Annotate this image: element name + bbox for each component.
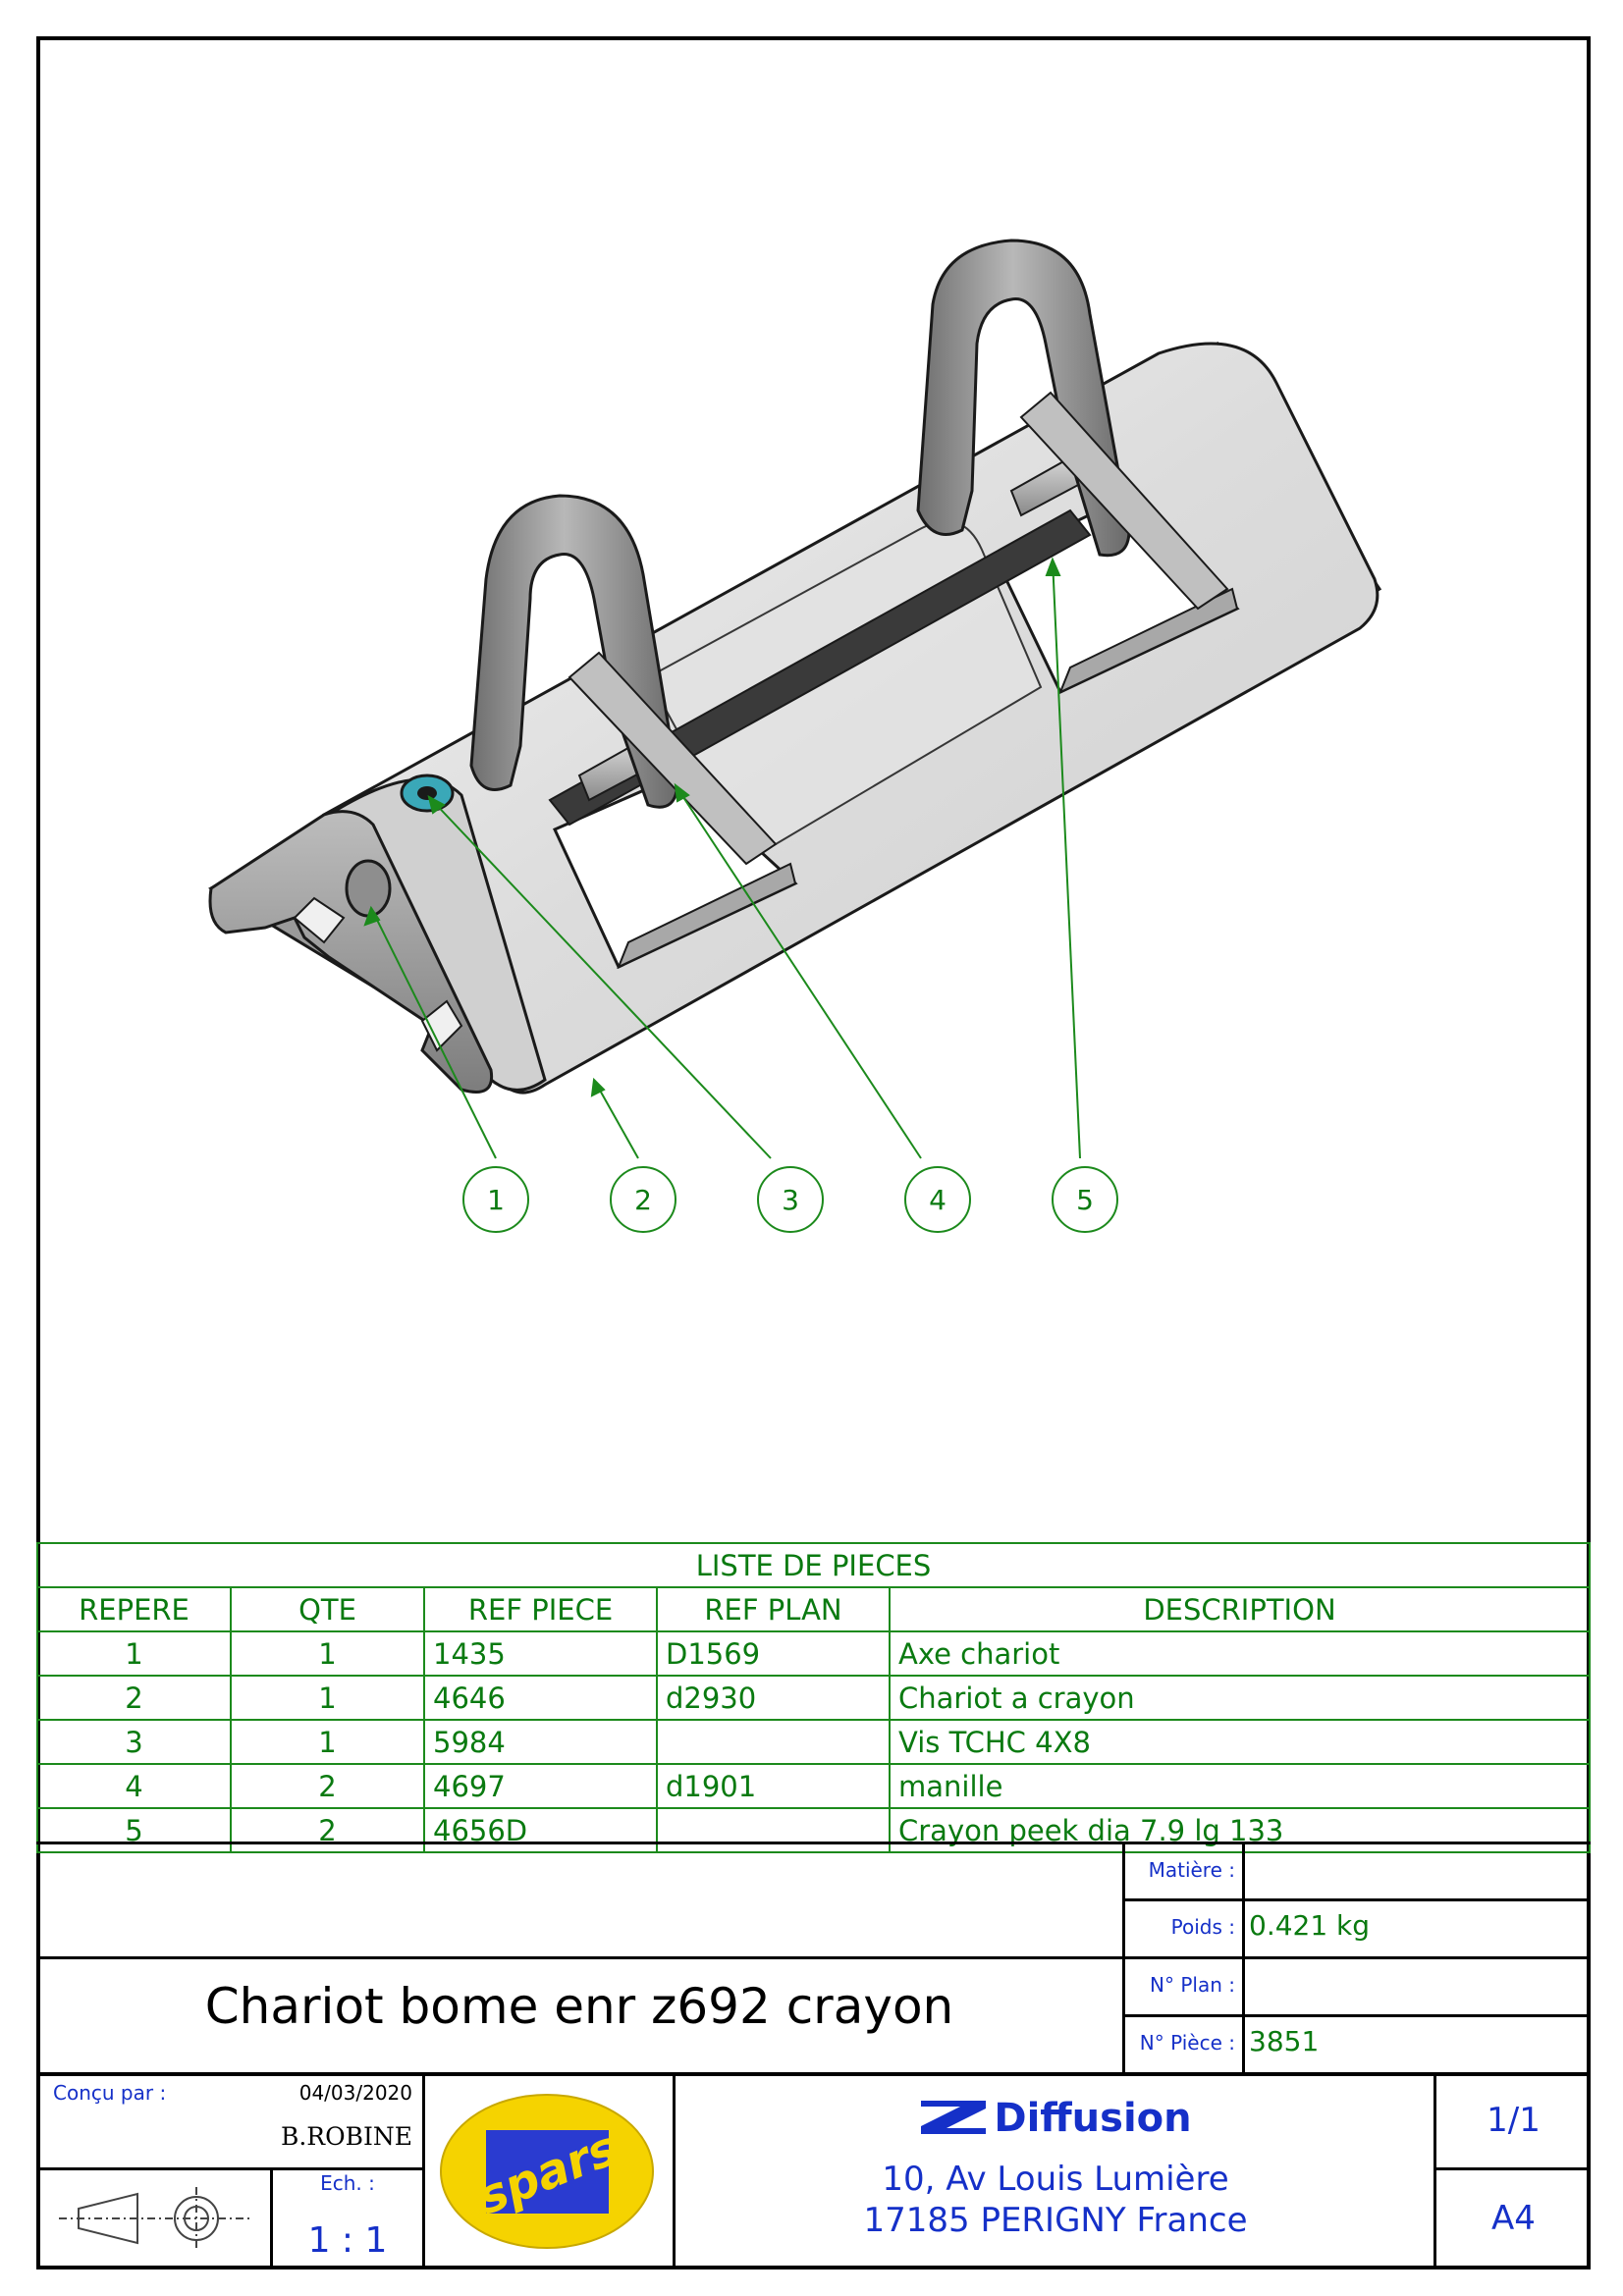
table-row: 4 2 4697 d1901 manille bbox=[36, 1763, 1591, 1809]
company-heading: Diffusion bbox=[677, 2096, 1434, 2141]
nplan-label: N° Plan : bbox=[1150, 1973, 1235, 1997]
cell-description: Axe chariot bbox=[889, 1630, 1591, 1677]
balloon-label-5: 5 bbox=[1076, 1184, 1094, 1216]
address-line-2: 17185 PERIGNY France bbox=[863, 2201, 1248, 2240]
cell-ref-piece: 4656D bbox=[423, 1807, 658, 1853]
balloon-2 bbox=[610, 1166, 676, 1233]
balloon-3 bbox=[757, 1166, 824, 1233]
concu-par-label: Conçu par : bbox=[53, 2081, 167, 2105]
drawing-frame bbox=[36, 36, 1591, 2269]
npiece-label: N° Pièce : bbox=[1139, 2031, 1235, 2055]
cell-qte: 2 bbox=[230, 1807, 425, 1853]
ech-label: Ech. : bbox=[320, 2171, 375, 2195]
npiece-value: 3851 bbox=[1249, 2025, 1320, 2057]
shackle-1 bbox=[469, 494, 778, 866]
cell-qte: 1 bbox=[230, 1675, 425, 1721]
address-line-1: 10, Av Louis Lumière bbox=[882, 2160, 1229, 2199]
cell-repere: 4 bbox=[36, 1763, 232, 1809]
col-header-ref-piece: REF PIECE bbox=[423, 1586, 658, 1632]
cell-ref-piece: 5984 bbox=[423, 1719, 658, 1765]
chariot-body bbox=[207, 342, 1382, 1095]
z-logo-icon bbox=[921, 2101, 987, 2134]
shackle-2 bbox=[916, 239, 1229, 611]
balloon-5 bbox=[1052, 1166, 1118, 1233]
poids-label: Poids : bbox=[1170, 1915, 1235, 1939]
balloon-4 bbox=[904, 1166, 971, 1233]
sheet-number: 1/1 bbox=[1487, 2101, 1541, 2140]
balloon-label-1: 1 bbox=[487, 1184, 505, 1216]
design-date: 04/03/2020 bbox=[298, 2081, 412, 2105]
company-name: Diffusion bbox=[994, 2096, 1192, 2141]
cell-qte: 2 bbox=[230, 1763, 425, 1809]
projection-symbol-icon bbox=[59, 2187, 250, 2250]
cell-repere: 5 bbox=[36, 1807, 232, 1853]
cell-description: Vis TCHC 4X8 bbox=[889, 1719, 1591, 1765]
cell-ref-plan: D1569 bbox=[656, 1630, 891, 1677]
table-row: 2 1 4646 d2930 Chariot a crayon bbox=[36, 1675, 1591, 1721]
poids-value: 0.421 kg bbox=[1249, 1909, 1371, 1942]
cell-repere: 1 bbox=[36, 1630, 232, 1677]
spars-logo: spars bbox=[440, 2094, 654, 2249]
cell-description: manille bbox=[889, 1763, 1591, 1809]
scale-value: 1 : 1 bbox=[307, 2220, 388, 2261]
drawing-title: Chariot bome enr z692 crayon bbox=[204, 1978, 954, 2035]
col-header-ref-plan: REF PLAN bbox=[656, 1586, 891, 1632]
cell-description: Crayon peek dia 7.9 lg 133 bbox=[889, 1807, 1591, 1853]
parts-list: LISTE DE PIECES REPERE QTE REF PIECE REF… bbox=[36, 1542, 1591, 1853]
cell-ref-piece: 4697 bbox=[423, 1763, 658, 1809]
col-header-qte: QTE bbox=[230, 1586, 425, 1632]
col-header-description: DESCRIPTION bbox=[889, 1586, 1591, 1632]
cell-ref-plan bbox=[656, 1719, 891, 1765]
cell-ref-plan: d1901 bbox=[656, 1763, 891, 1809]
cell-description: Chariot a crayon bbox=[889, 1675, 1591, 1721]
cell-qte: 1 bbox=[230, 1630, 425, 1677]
cell-repere: 2 bbox=[36, 1675, 232, 1721]
parts-list-caption: LISTE DE PIECES bbox=[36, 1542, 1591, 1588]
table-row: 5 2 4656D Crayon peek dia 7.9 lg 133 bbox=[36, 1807, 1591, 1853]
balloons bbox=[462, 1166, 1118, 1233]
col-header-repere: REPERE bbox=[36, 1586, 232, 1632]
balloon-label-4: 4 bbox=[929, 1184, 947, 1216]
matiere-label: Matière : bbox=[1148, 1858, 1235, 1882]
table-row: 1 1 1435 D1569 Axe chariot bbox=[36, 1630, 1591, 1677]
balloon-label-3: 3 bbox=[782, 1184, 799, 1216]
cell-repere: 3 bbox=[36, 1719, 232, 1765]
cell-qte: 1 bbox=[230, 1719, 425, 1765]
balloon-label-2: 2 bbox=[634, 1184, 652, 1216]
paper-format: A4 bbox=[1491, 2199, 1536, 2238]
assembly-drawing: 1 2 3 4 5 bbox=[207, 239, 1382, 1233]
cell-ref-plan: d2930 bbox=[656, 1675, 891, 1721]
cell-ref-plan bbox=[656, 1807, 891, 1853]
cell-ref-piece: 1435 bbox=[423, 1630, 658, 1677]
balloon-1 bbox=[462, 1166, 529, 1233]
leader-lines bbox=[363, 557, 1081, 1159]
cell-ref-piece: 4646 bbox=[423, 1675, 658, 1721]
table-row: 3 1 5984 Vis TCHC 4X8 bbox=[36, 1719, 1591, 1765]
author-name: B.ROBINE bbox=[280, 2122, 412, 2151]
